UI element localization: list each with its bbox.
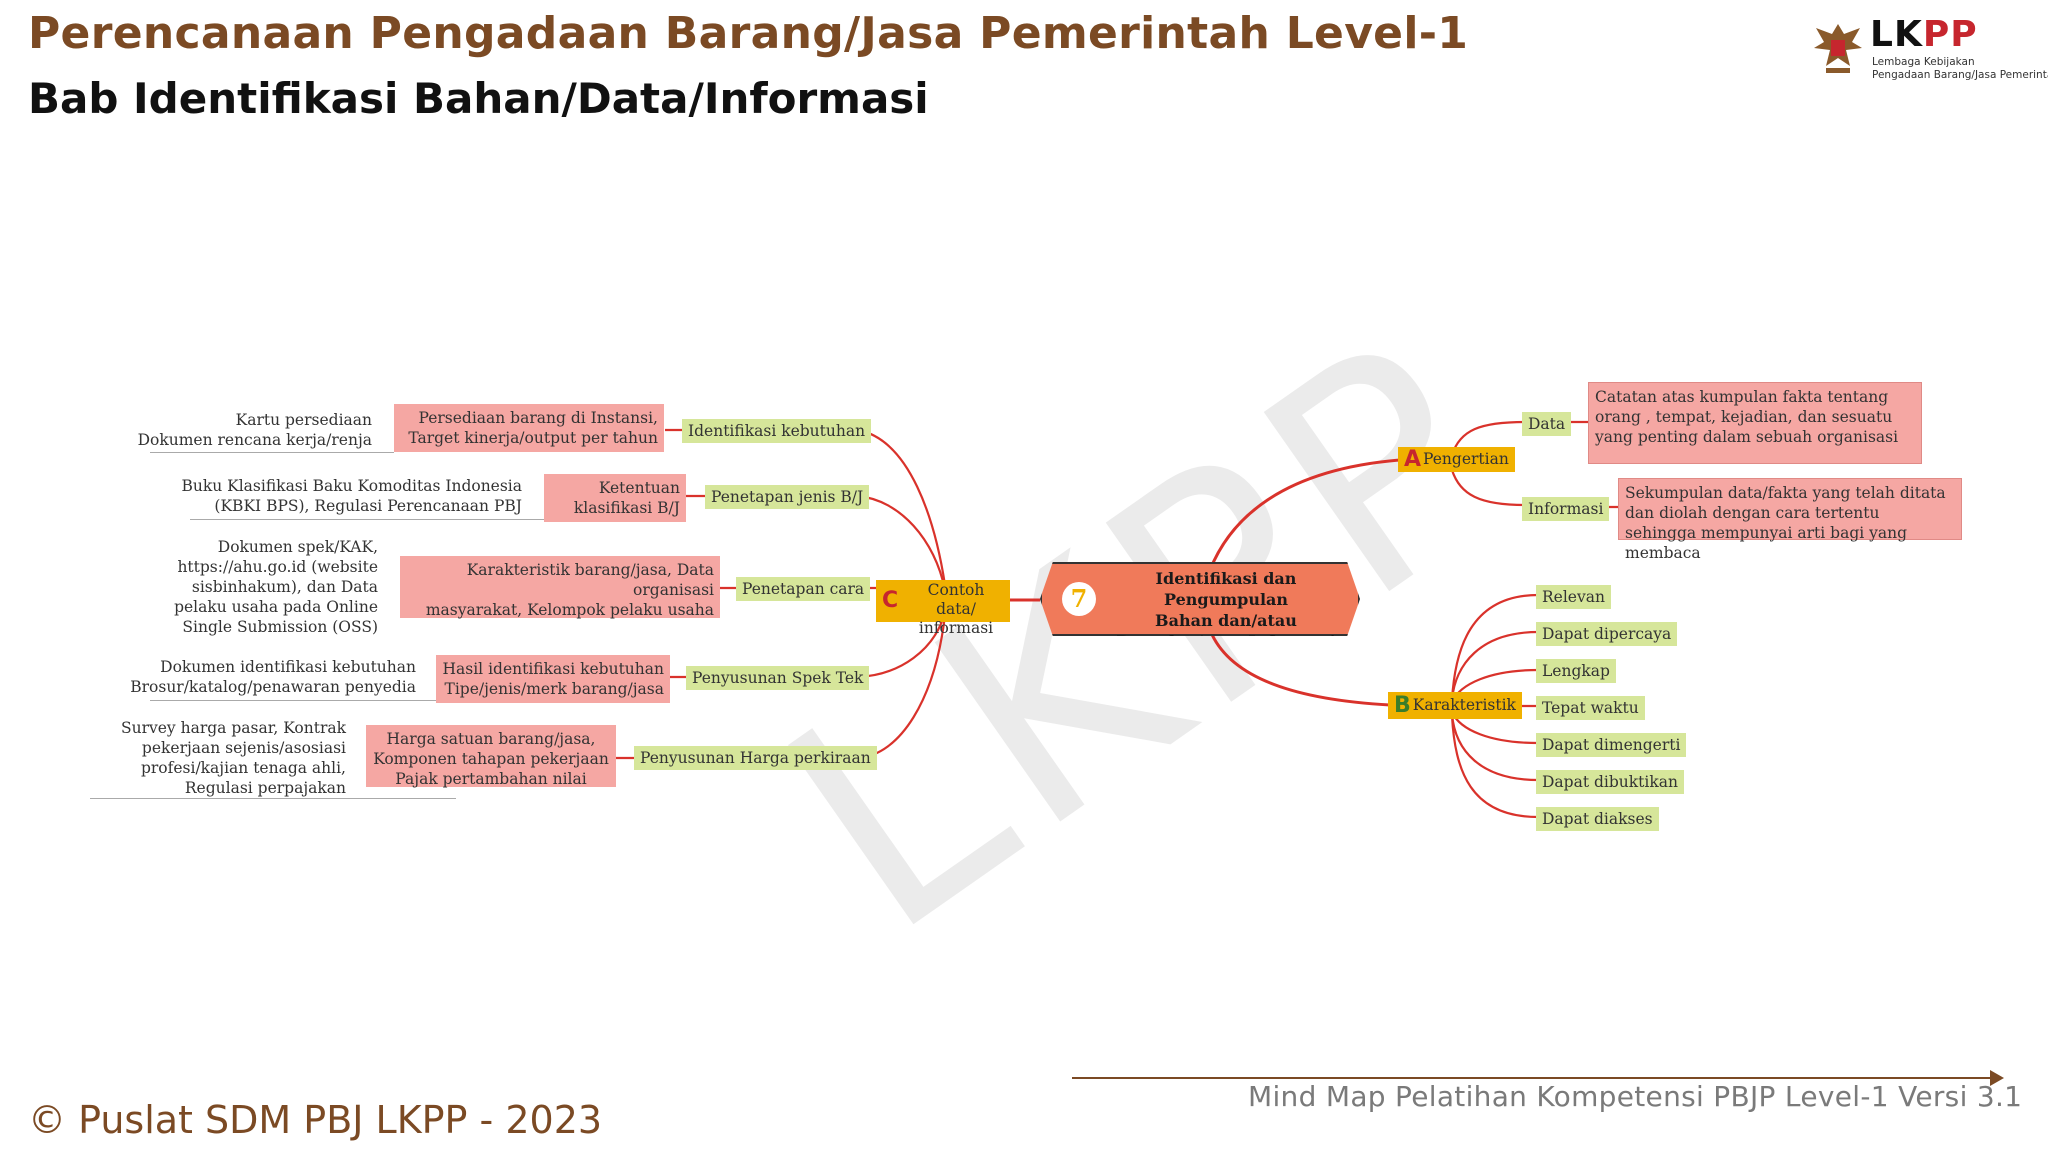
central-topic: 7 Identifikasi dan Pengumpulan Bahan dan…: [1040, 562, 1360, 636]
example-detail: Harga satuan barang/jasa,Komponen tahapa…: [366, 725, 616, 788]
example-node-penetapan-cara: Penetapan cara: [736, 577, 871, 601]
node-data: Data: [1522, 412, 1572, 436]
topic-number-badge: 7: [1062, 582, 1096, 616]
characteristic-item: Dapat dipercaya: [1536, 622, 1678, 646]
example-node-identifikasi: Identifikasi kebutuhan: [682, 419, 872, 443]
divider: [150, 452, 394, 453]
characteristic-item: Relevan: [1536, 585, 1611, 609]
example-node-penetapan-jenis: Penetapan jenis B/J: [705, 485, 870, 509]
footer-arrow-line: [1072, 1077, 1994, 1079]
central-topic-line: Data dan/atau Informasi: [1116, 632, 1336, 651]
node-label: Karakteristik: [1412, 696, 1516, 714]
example-node-harga-perkiraan: Penyusunan Harga perkiraan: [634, 746, 877, 770]
characteristic-item: Dapat dibuktikan: [1536, 770, 1684, 794]
node-informasi: Informasi: [1522, 497, 1610, 521]
data-definition: Catatan atas kumpulan fakta tentang oran…: [1588, 382, 1922, 464]
divider: [90, 798, 456, 799]
divider: [150, 700, 436, 701]
footer-copyright: © Puslat SDM PBJ LKPP - 2023: [28, 1098, 603, 1142]
example-node-spek-tek: Penyusunan Spek Tek: [686, 666, 870, 690]
footer-caption: Mind Map Pelatihan Kompetensi PBJP Level…: [1248, 1080, 2023, 1113]
example-source: Dokumen spek/KAK,https://ahu.go.id (webs…: [174, 538, 378, 636]
node-label: Contoh data/: [927, 581, 985, 618]
characteristic-item: Dapat diakses: [1536, 807, 1659, 831]
node-label: informasi: [918, 619, 994, 637]
garuda-emblem-icon: [1814, 24, 1862, 73]
divider: [190, 519, 544, 520]
letter-c-icon: C: [882, 588, 899, 613]
characteristic-item: Dapat dimengerti: [1536, 733, 1687, 757]
characteristic-item: Tepat waktu: [1536, 696, 1645, 720]
characteristic-item: Lengkap: [1536, 659, 1616, 683]
letter-a-icon: A: [1404, 447, 1422, 472]
example-detail: Persediaan barang di Instansi,Target kin…: [394, 404, 664, 452]
letter-b-icon: B: [1394, 693, 1411, 718]
example-source: Buku Klasifikasi Baku Komoditas Indonesi…: [181, 477, 522, 515]
page-subtitle: Bab Identifikasi Bahan/Data/Informasi: [28, 74, 929, 123]
logo-wordmark: LKPP: [1870, 14, 1978, 55]
node-contoh-data: C Contoh data/ informasi: [876, 580, 1010, 637]
central-topic-line: Bahan dan/atau: [1155, 611, 1297, 630]
page-title: Perencanaan Pengadaan Barang/Jasa Pemeri…: [28, 8, 1469, 59]
informasi-definition: Sekumpulan data/fakta yang telah ditata …: [1618, 478, 1962, 562]
central-topic-line: Identifikasi dan Pengumpulan: [1155, 569, 1297, 609]
footer-arrow-icon: [1990, 1070, 2004, 1086]
example-detail: Karakteristik barang/jasa, Data organisa…: [400, 556, 720, 619]
node-label: Pengertian: [1423, 450, 1509, 468]
